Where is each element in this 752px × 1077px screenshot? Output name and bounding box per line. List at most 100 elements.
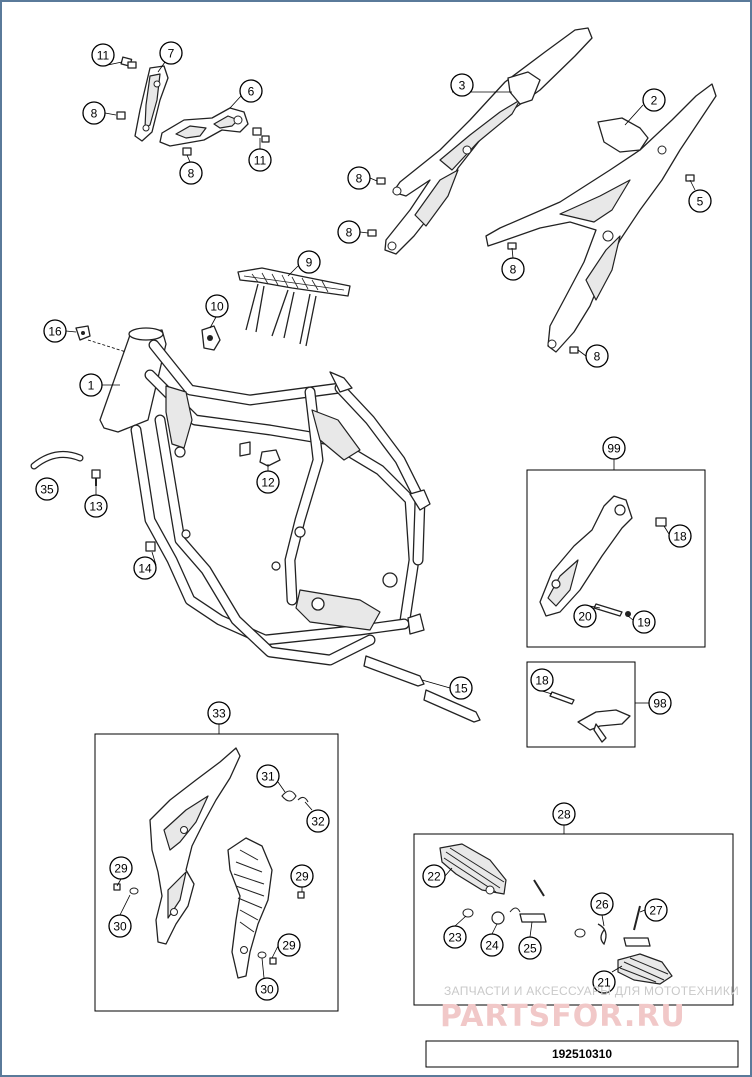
callout-number: 20 [578, 610, 592, 624]
callout-number: 32 [311, 815, 325, 829]
callout-number: 26 [595, 898, 609, 912]
callout-30: 30 [255, 977, 279, 1001]
callout-number: 6 [248, 85, 255, 99]
callout-12: 12 [256, 470, 280, 494]
callout-15: 15 [449, 676, 473, 700]
callout-14: 14 [133, 556, 157, 580]
callout-circle [84, 494, 108, 518]
callout-circle [590, 892, 614, 916]
callout-23: 23 [443, 925, 467, 949]
part-10 [201, 325, 221, 351]
callout-number: 18 [535, 674, 549, 688]
footpeg-hardware [462, 879, 651, 947]
subframe-left-3 [384, 27, 593, 255]
callout-22: 22 [422, 864, 446, 888]
callout-circle [207, 701, 231, 725]
callout-circle [248, 148, 272, 172]
callout-18: 18 [530, 668, 554, 692]
callout-circle [602, 436, 626, 460]
callout-number: 35 [40, 483, 54, 497]
callout-26: 26 [590, 892, 614, 916]
callout-33: 33 [207, 701, 231, 725]
callout-circle [108, 914, 132, 938]
subframe-right-2 [485, 83, 717, 353]
callout-circle [592, 970, 616, 994]
callout-13: 13 [84, 494, 108, 518]
callout-circle [642, 88, 666, 112]
callout-number: 22 [427, 870, 441, 884]
callout-number: 11 [254, 154, 267, 168]
callout-5: 5 [688, 189, 712, 213]
watermark-brand: PARTSFOR.RU [440, 999, 686, 1034]
callout-number: 8 [346, 226, 353, 240]
callout-number: 15 [454, 682, 468, 696]
callout-number: 25 [523, 942, 537, 956]
bracket-7 [134, 65, 169, 142]
callout-number: 7 [168, 47, 175, 61]
callout-circle [632, 610, 656, 634]
drawing-code-box [425, 1040, 739, 1068]
callout-number: 29 [295, 870, 309, 884]
callout-circle [256, 764, 280, 788]
group-box-99 [526, 469, 706, 648]
callout-circle [109, 856, 133, 880]
callout-24: 24 [480, 933, 504, 957]
callout-circle [422, 864, 446, 888]
brake-pedal-99 [539, 495, 667, 617]
callout-29: 29 [109, 856, 133, 880]
callout-circle [133, 556, 157, 580]
clip-31-32 [281, 790, 309, 803]
callout-10: 10 [205, 294, 229, 318]
callout-11: 11 [248, 148, 272, 172]
callout-number: 98 [653, 697, 667, 711]
callout-number: 14 [138, 562, 152, 576]
part-16 [75, 325, 91, 341]
group-box-98 [526, 661, 636, 748]
callout-circle [530, 668, 554, 692]
main-frame-1 [99, 327, 431, 666]
footpeg-21 [617, 953, 673, 985]
callout-8: 8 [347, 166, 371, 190]
callout-number: 31 [261, 770, 275, 784]
callout-6: 6 [239, 79, 263, 103]
callout-number: 12 [261, 476, 275, 490]
callout-28: 28 [552, 802, 576, 826]
callout-number: 2 [651, 94, 658, 108]
callout-number: 33 [212, 707, 226, 721]
callout-3: 3 [450, 73, 474, 97]
callout-number: 29 [282, 939, 296, 953]
group-box-33 [94, 733, 339, 1012]
callout-circle [443, 925, 467, 949]
callout-circle [297, 250, 321, 274]
callout-number: 5 [697, 195, 704, 209]
drawing-code: 192510310 [552, 1047, 612, 1061]
callout-number: 3 [459, 79, 466, 93]
callout-number: 19 [637, 616, 651, 630]
callout-circle [585, 344, 609, 368]
callout-8: 8 [337, 220, 361, 244]
callout-circle [205, 294, 229, 318]
callout-circle [82, 101, 106, 125]
callout-circle [644, 898, 668, 922]
callout-number: 24 [485, 939, 499, 953]
callout-16: 16 [43, 319, 67, 343]
callout-9: 9 [297, 250, 321, 274]
callout-number: 28 [557, 808, 571, 822]
callout-35: 35 [35, 477, 59, 501]
callout-number: 8 [188, 167, 195, 181]
callout-circle [306, 809, 330, 833]
callout-2: 2 [642, 88, 666, 112]
callout-31: 31 [256, 764, 280, 788]
pedal-tip-98 [549, 691, 631, 743]
callout-21: 21 [592, 970, 616, 994]
callout-27: 27 [644, 898, 668, 922]
callout-number: 23 [448, 931, 462, 945]
callout-29: 29 [290, 864, 314, 888]
callout-number: 10 [210, 300, 224, 314]
watermark-tagline: ЗАПЧАСТИ И АКСЕССУАРЫ ДЛЯ МОТОТЕХНИКИ [444, 984, 739, 998]
callout-19: 19 [632, 610, 656, 634]
callout-circle [518, 936, 542, 960]
callout-circle [35, 477, 59, 501]
